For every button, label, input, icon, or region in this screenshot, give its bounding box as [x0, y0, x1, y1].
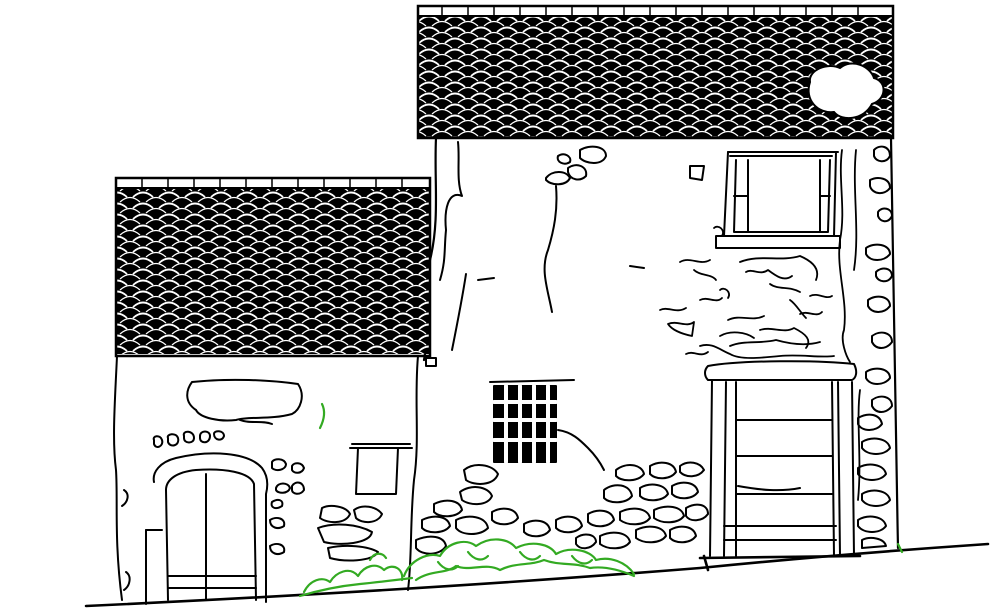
ground-line: [84, 542, 990, 608]
right-building-details: [415, 141, 893, 557]
left-doorway: [145, 452, 269, 605]
wall-crack-3: [451, 273, 467, 351]
lower-wall-stones: [317, 505, 383, 562]
barred-window: [489, 379, 575, 464]
right-doorway: [704, 360, 858, 557]
wall-crack-2: [543, 185, 558, 313]
plaster-patch: [186, 378, 303, 422]
wall-crack-1: [439, 141, 463, 281]
left-wall-right-edge: [407, 355, 419, 591]
green-vegetation: [298, 402, 904, 598]
rubble-stones: [415, 461, 709, 555]
corner-quoins: [857, 145, 893, 549]
stones-near-door: [269, 458, 305, 555]
right-roof: [416, 4, 895, 140]
left-building: [113, 355, 437, 605]
right-roof-ridge-tiles: [441, 6, 859, 16]
upper-window: [715, 151, 841, 249]
door-arch-stones: [152, 430, 225, 448]
roof-hole: [807, 62, 885, 120]
small-window: [349, 443, 413, 495]
left-roof-ridge-tiles: [141, 178, 403, 188]
ivy-foliage: [659, 149, 861, 501]
left-roof: [114, 176, 432, 358]
ground: [84, 542, 990, 608]
right-wall-right-edge: [889, 136, 900, 550]
left-wall-left-edge: [113, 355, 123, 601]
